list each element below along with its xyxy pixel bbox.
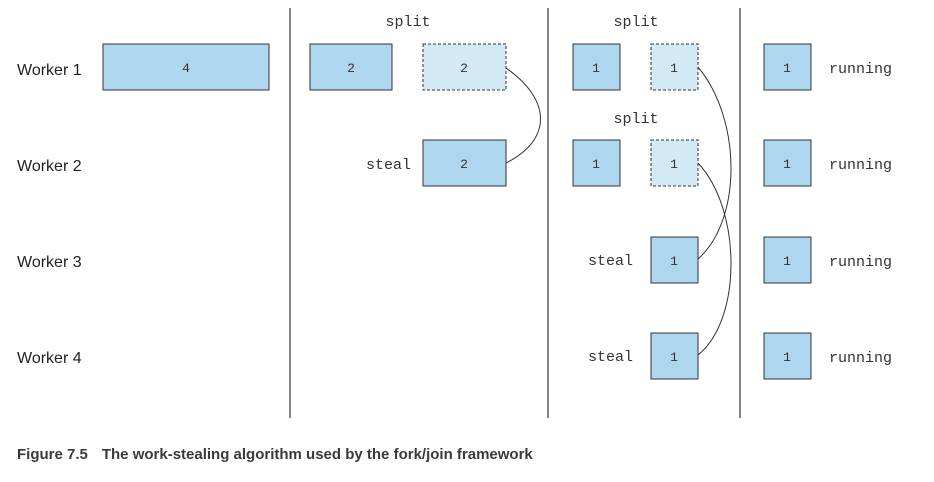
worker-1-split-task-size: 2	[460, 61, 468, 76]
steal-arc	[697, 162, 732, 356]
worker-1-running-task-size: 1	[783, 61, 791, 76]
split-label: split	[385, 14, 430, 31]
work-stealing-diagram: Worker 1 Worker 2 Worker 3 Worker 4 4 sp…	[17, 8, 892, 418]
figure-caption-text: The work-stealing algorithm used by the …	[101, 446, 533, 463]
worker-2-stolen-task-box	[422, 139, 507, 187]
worker-3-stolen-task-box	[650, 236, 699, 284]
worker-1-kept-task-box	[309, 43, 393, 91]
running-label: running	[829, 350, 892, 367]
steal-arc	[505, 67, 541, 164]
worker-4-running-task-size: 1	[783, 350, 791, 365]
phase-1: 4	[102, 43, 270, 91]
worker-1-kept-task-box	[572, 43, 621, 91]
steal-arc	[697, 66, 732, 260]
worker-1-task-box	[102, 43, 270, 91]
phase-3: split 1 1 split 1 1 steal 1 steal 1	[572, 14, 732, 380]
worker-2-kept-task-size: 1	[592, 157, 600, 172]
steal-label: steal	[366, 157, 411, 174]
phase-4: 1 running 1 running 1 running 1 running	[763, 43, 892, 380]
running-label: running	[829, 254, 892, 271]
worker-1-kept-task-size: 1	[592, 61, 600, 76]
worker-1-split-task-size: 1	[670, 61, 678, 76]
worker-1-task-size: 4	[182, 61, 190, 76]
worker-1-split-task-box	[650, 43, 699, 91]
split-label: split	[613, 14, 658, 31]
steal-label: steal	[588, 349, 633, 366]
worker-1-running-task-box	[763, 43, 812, 91]
figure-number: Figure 7.5	[17, 446, 88, 463]
running-label: running	[829, 157, 892, 174]
worker-2-running-task-size: 1	[783, 157, 791, 172]
worker-2-split-task-size: 1	[670, 157, 678, 172]
worker-4-label: Worker 4	[17, 350, 82, 367]
worker-1-split-task-box	[422, 43, 507, 91]
worker-4-stolen-task-size: 1	[670, 350, 678, 365]
worker-1-kept-task-size: 2	[347, 61, 355, 76]
worker-2-running-task-box	[763, 139, 812, 187]
steal-label: steal	[588, 253, 633, 270]
phase-2: split 2 2 steal 2	[309, 14, 541, 187]
worker-2-label: Worker 2	[17, 158, 82, 175]
worker-2-stolen-task-size: 2	[460, 157, 468, 172]
worker-3-running-task-size: 1	[783, 254, 791, 269]
worker-1-label: Worker 1	[17, 62, 82, 79]
running-label: running	[829, 61, 892, 78]
split-label: split	[613, 111, 658, 128]
worker-3-running-task-box	[763, 236, 812, 284]
worker-4-running-task-box	[763, 332, 812, 380]
worker-3-stolen-task-size: 1	[670, 254, 678, 269]
figure-caption: Figure 7.5 The work-stealing algorithm us…	[17, 446, 533, 463]
worker-3-label: Worker 3	[17, 254, 82, 271]
worker-4-stolen-task-box	[650, 332, 699, 380]
worker-2-kept-task-box	[572, 139, 621, 187]
